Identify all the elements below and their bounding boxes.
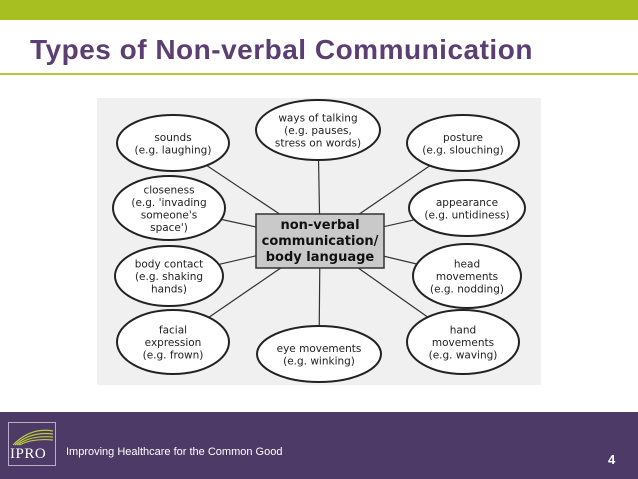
node-label: appearance(e.g. untidiness) <box>424 197 509 222</box>
node-label: eye movements(e.g. winking) <box>277 343 362 368</box>
node-ways-of-talking: ways of talking(e.g. pauses,stress on wo… <box>255 99 381 161</box>
footer-tagline: Improving Healthcare for the Common Good <box>66 446 283 458</box>
node-posture: posture(e.g. slouching) <box>406 114 520 172</box>
node-ellipse <box>116 114 230 172</box>
footer-bar <box>0 412 638 479</box>
node-ellipse <box>112 175 226 241</box>
logo-text: IPRO <box>10 446 47 462</box>
logo-arcs-icon <box>12 429 54 446</box>
node-eye-movements: eye movements(e.g. winking) <box>256 325 382 383</box>
body-language-diagram: sounds(e.g. laughing) ways of talking(e.g… <box>97 98 541 385</box>
node-ellipse <box>412 243 522 309</box>
node-ellipse <box>406 309 520 375</box>
title-divider <box>0 73 638 75</box>
node-ellipse <box>408 179 526 237</box>
node-sounds: sounds(e.g. laughing) <box>116 114 230 172</box>
node-appearance: appearance(e.g. untidiness) <box>408 179 526 237</box>
diagram-svg: sounds(e.g. laughing) ways of talking(e.g… <box>112 99 526 383</box>
diagram-nodes: sounds(e.g. laughing) ways of talking(e.g… <box>112 99 526 383</box>
node-ellipse <box>114 245 224 307</box>
node-ellipse <box>406 114 520 172</box>
page-number: 4 <box>608 452 616 467</box>
node-label: sounds(e.g. laughing) <box>135 132 212 157</box>
node-ellipse <box>116 309 230 375</box>
node-label: ways of talking(e.g. pauses,stress on wo… <box>275 113 361 150</box>
node-label: posture(e.g. slouching) <box>422 132 503 157</box>
slide-title: Types of Non-verbal Communication <box>30 34 533 65</box>
top-accent-bar <box>0 0 638 20</box>
node-ellipse <box>255 99 381 161</box>
center-box <box>255 213 385 269</box>
ipro-logo <box>8 422 56 466</box>
node-ellipse <box>256 325 382 383</box>
